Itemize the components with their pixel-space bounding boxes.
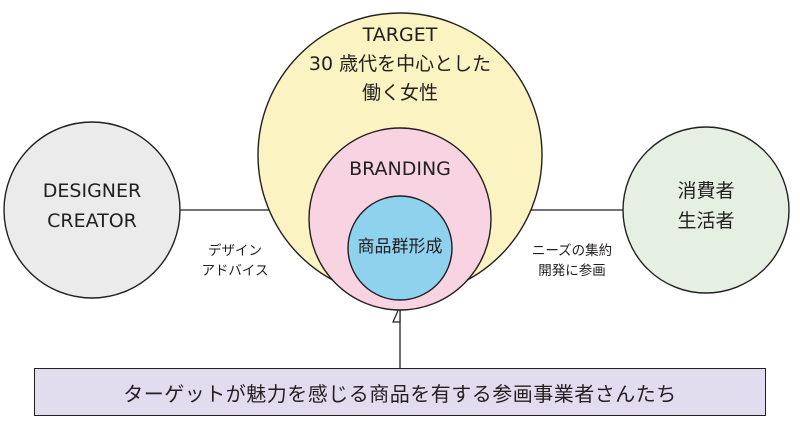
target-label: TARGET 30 歳代を中心とした 働く女性 bbox=[290, 24, 510, 105]
target-label-line1: TARGET bbox=[362, 24, 438, 46]
consumer-label: 消費者 生活者 bbox=[646, 180, 766, 234]
product-label: 商品群形成 bbox=[357, 237, 443, 257]
advice-label-line1: デザイン bbox=[208, 243, 262, 259]
needs-label-line2: 開発に参画 bbox=[538, 262, 606, 279]
target-label-line3: 働く女性 bbox=[361, 81, 438, 104]
target-label-line2: 30 歳代を中心とした bbox=[308, 52, 492, 75]
designer-label: DESIGNER CREATOR bbox=[12, 180, 172, 234]
branding-label: BRANDING bbox=[349, 158, 451, 180]
advice-label-line2: アドバイス bbox=[201, 262, 269, 279]
participating-businesses-box: ターゲットが魅力を感じる商品を有する参画事業者さんたち bbox=[34, 368, 766, 416]
product-circle bbox=[347, 195, 453, 301]
needs-label-line1: ニーズの集約 bbox=[531, 243, 613, 259]
designer-label-line1: DESIGNER bbox=[42, 180, 142, 202]
designer-circle bbox=[3, 121, 181, 299]
designer-label-line2: CREATOR bbox=[47, 209, 137, 232]
needs-label: ニーズの集約 開発に参画 bbox=[512, 243, 632, 280]
consumer-label-line2: 生活者 bbox=[677, 209, 735, 232]
consumer-circle bbox=[622, 126, 790, 294]
advice-label: デザイン アドバイス bbox=[180, 243, 290, 280]
participating-businesses-text: ターゲットが魅力を感じる商品を有する参画事業者さんたち bbox=[123, 381, 677, 406]
consumer-label-line1: 消費者 bbox=[677, 180, 735, 202]
